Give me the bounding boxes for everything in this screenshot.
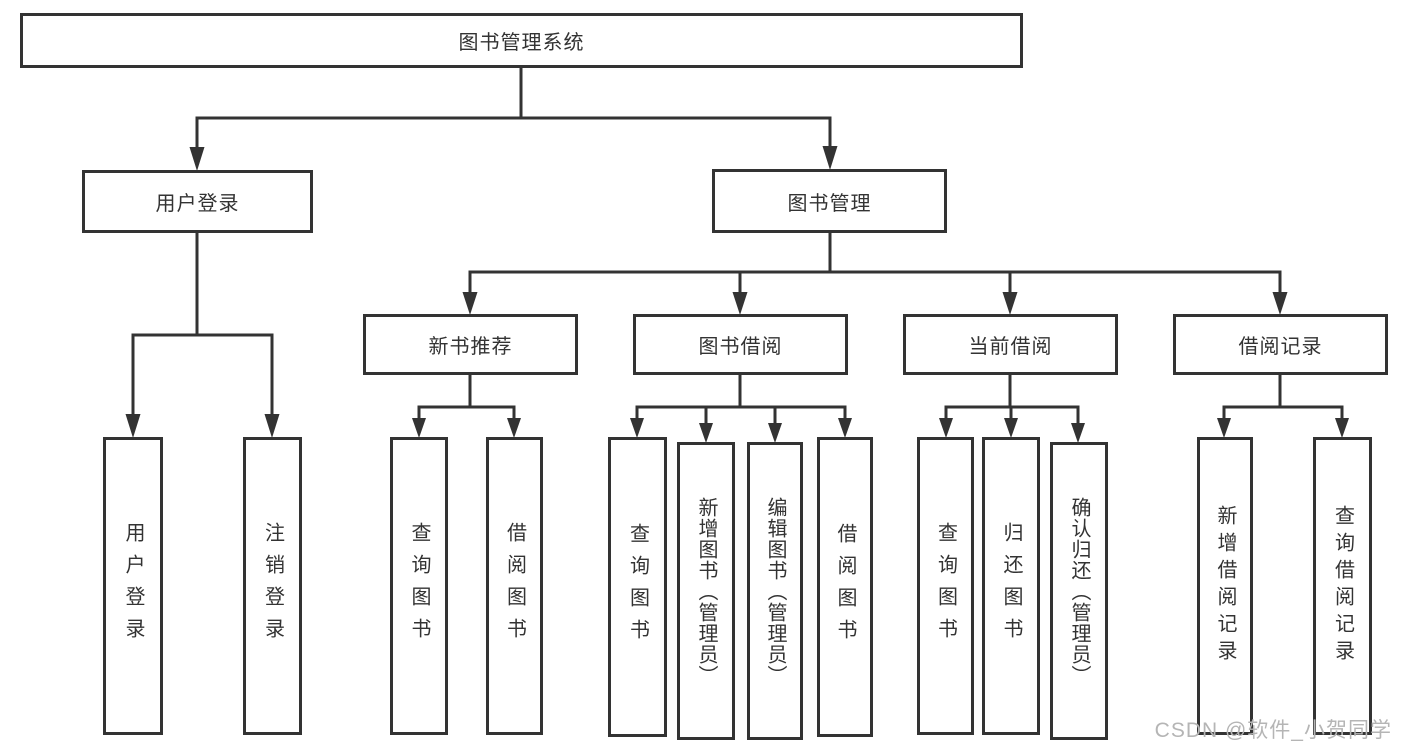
node-book-management: 图书管理 [712, 169, 947, 233]
leaf-add-books-admin: 新增图书（管理员） [677, 442, 735, 740]
node-book-borrow: 图书借阅 [633, 314, 848, 375]
leaf-query-borrow-record: 查询借阅记录 [1313, 437, 1372, 735]
node-borrow-records: 借阅记录 [1173, 314, 1388, 375]
arrowheads [125, 146, 1349, 443]
leaf-edit-books-admin: 编辑图书（管理员） [747, 442, 803, 740]
node-user-login: 用户登录 [82, 170, 313, 233]
leaf-borrow-books-recommend: 借阅图书 [486, 437, 543, 735]
leaf-borrow-books-borrow: 借阅图书 [817, 437, 873, 737]
leaf-add-borrow-record: 新增借阅记录 [1197, 437, 1253, 735]
leaf-logout: 注销登录 [243, 437, 302, 735]
leaf-confirm-return-admin: 确认归还（管理员） [1050, 442, 1108, 740]
node-current-borrow: 当前借阅 [903, 314, 1118, 375]
leaf-return-books: 归还图书 [982, 437, 1040, 735]
node-new-book-recommend: 新书推荐 [363, 314, 578, 375]
leaf-query-books-borrow: 查询图书 [608, 437, 667, 737]
leaf-query-books-current: 查询图书 [917, 437, 974, 735]
csdn-watermark: CSDN @软件_小贺同学 [1154, 719, 1392, 742]
node-library-management-system: 图书管理系统 [20, 13, 1023, 68]
leaf-user-login: 用户登录 [103, 437, 163, 735]
leaf-query-books-recommend: 查询图书 [390, 437, 448, 735]
